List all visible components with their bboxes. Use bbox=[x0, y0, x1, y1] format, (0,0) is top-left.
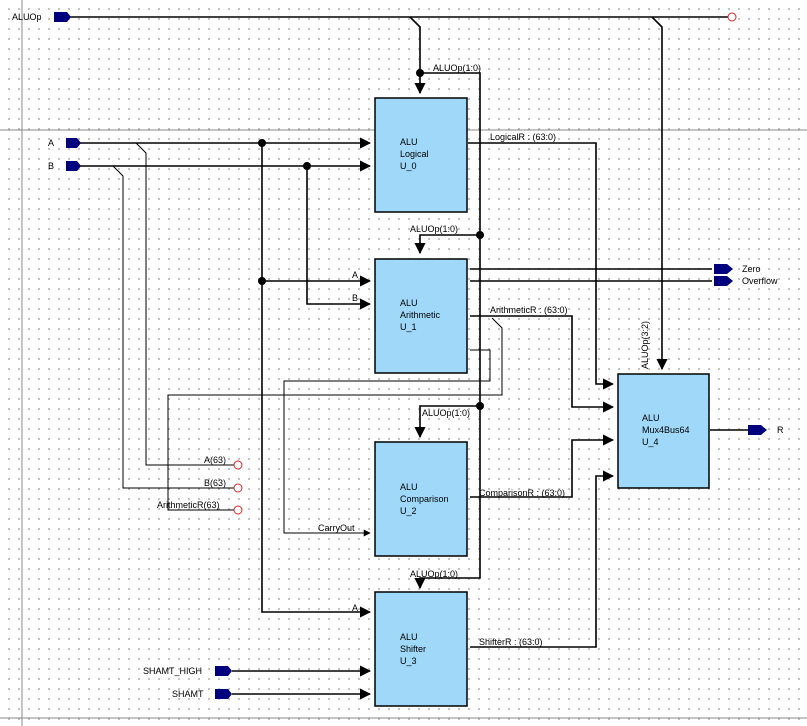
wire-b63[interactable] bbox=[112, 165, 234, 489]
port-a-label: A bbox=[48, 138, 54, 148]
wire-a-trunk[interactable] bbox=[261, 143, 372, 618]
net-label-arith-a: A bbox=[352, 270, 358, 280]
net-label-shift-result: ShifterR : (63:0) bbox=[479, 637, 543, 647]
wire-aluop-arith[interactable] bbox=[414, 234, 480, 255]
wire-aluop-lowbits[interactable] bbox=[414, 72, 481, 590]
wire-comp-result[interactable] bbox=[470, 434, 615, 498]
net-label-carryout: CarryOut bbox=[318, 523, 355, 533]
block-logical-line3: U_0 bbox=[400, 161, 417, 171]
net-label-aluop-shift: ALUOp(1:0) bbox=[410, 569, 458, 579]
port-overflow-label: Overflow bbox=[742, 276, 778, 286]
wire-aluop-comp[interactable] bbox=[414, 405, 480, 439]
port-zero-label: Zero bbox=[742, 264, 761, 274]
open-pin-b63[interactable] bbox=[233, 483, 243, 493]
wire-aluop-branch-mux[interactable] bbox=[651, 16, 668, 371]
net-label-shift-a: A bbox=[352, 603, 358, 613]
block-logical-line1: ALU bbox=[400, 137, 418, 147]
port-overflow[interactable]: Overflow bbox=[714, 276, 778, 286]
port-shamt-high[interactable]: SHAMT_HIGH bbox=[143, 666, 232, 676]
port-shamt-high-label: SHAMT_HIGH bbox=[143, 666, 202, 676]
net-label-aluop-comp: ALUOp(1:0) bbox=[422, 408, 470, 418]
block-shifter-line3: U_3 bbox=[400, 656, 417, 666]
net-label-arith-b: B bbox=[352, 293, 358, 303]
port-aluop[interactable]: ALUOp bbox=[12, 12, 71, 22]
open-pin-aluop[interactable] bbox=[727, 12, 737, 22]
net-label-arithr63: ArithmeticR(63) bbox=[157, 500, 220, 510]
block-mux-line3: U_4 bbox=[642, 437, 659, 447]
junction-dot bbox=[416, 69, 424, 77]
wire-arithr63[interactable] bbox=[167, 317, 503, 511]
net-label-aluop-mux: ALUOp(3:2) bbox=[640, 321, 650, 369]
open-pin-arithr63[interactable] bbox=[233, 505, 243, 515]
junction-dot bbox=[303, 162, 311, 170]
port-r[interactable]: R bbox=[748, 425, 784, 435]
block-comparison-line2: Comparison bbox=[400, 494, 449, 504]
net-label-aluop-arith: ALUOp(1:0) bbox=[410, 224, 458, 234]
block-mux-line2: Mux4Bus64 bbox=[642, 425, 690, 435]
block-arithmetic-line1: ALU bbox=[400, 298, 418, 308]
wire-a63[interactable] bbox=[135, 142, 234, 466]
junction-dot bbox=[258, 277, 266, 285]
junction-dot bbox=[476, 402, 484, 410]
net-label-a63: A(63) bbox=[204, 455, 226, 465]
block-comparison-line3: U_2 bbox=[400, 506, 417, 516]
block-logical-line2: Logical bbox=[400, 149, 429, 159]
net-label-comp-result: ComparisonR : (63:0) bbox=[479, 488, 565, 498]
net-label-logical-result: LogicalR : (63:0) bbox=[490, 132, 556, 142]
block-shifter[interactable]: ALU Shifter U_3 bbox=[374, 591, 468, 707]
port-zero[interactable]: Zero bbox=[714, 264, 761, 274]
block-shifter-line2: Shifter bbox=[400, 644, 426, 654]
block-arithmetic[interactable]: ALU Arithmetic U_1 bbox=[374, 258, 468, 374]
net-label-b63: B(63) bbox=[204, 478, 226, 488]
junction-dot bbox=[476, 231, 484, 239]
junction-dot bbox=[258, 139, 266, 147]
block-comparison[interactable]: ALU Comparison U_2 bbox=[374, 441, 468, 557]
port-b-label: B bbox=[48, 161, 54, 171]
block-arithmetic-line3: U_1 bbox=[400, 322, 417, 332]
block-mux-line1: ALU bbox=[642, 413, 660, 423]
block-arithmetic-line2: Arithmetic bbox=[400, 310, 441, 320]
net-label-aluop-logical: ALUOp(1:0) bbox=[433, 63, 481, 73]
wire-aluop-branch-logical[interactable] bbox=[409, 16, 426, 95]
block-comparison-line1: ALU bbox=[400, 482, 418, 492]
port-r-label: R bbox=[777, 425, 784, 435]
wire-carryout[interactable] bbox=[283, 349, 491, 537]
net-label-arith-result: ArithmeticR : (63:0) bbox=[490, 305, 568, 315]
block-mux[interactable]: ALU Mux4Bus64 U_4 bbox=[617, 373, 710, 489]
wire-arith-result[interactable] bbox=[470, 315, 615, 413]
wire-shift-result[interactable] bbox=[470, 470, 615, 648]
port-a[interactable]: A bbox=[48, 138, 81, 148]
block-logical[interactable]: ALU Logical U_0 bbox=[374, 97, 468, 213]
open-pin-a63[interactable] bbox=[233, 460, 243, 470]
block-shifter-line1: ALU bbox=[400, 632, 418, 642]
wire-b-arith[interactable] bbox=[306, 166, 372, 310]
wire-logical-result[interactable] bbox=[468, 142, 615, 390]
port-aluop-label: ALUOp bbox=[12, 12, 42, 22]
port-shamt[interactable]: SHAMT bbox=[172, 689, 232, 699]
port-b[interactable]: B bbox=[48, 161, 81, 171]
port-shamt-label: SHAMT bbox=[172, 689, 204, 699]
